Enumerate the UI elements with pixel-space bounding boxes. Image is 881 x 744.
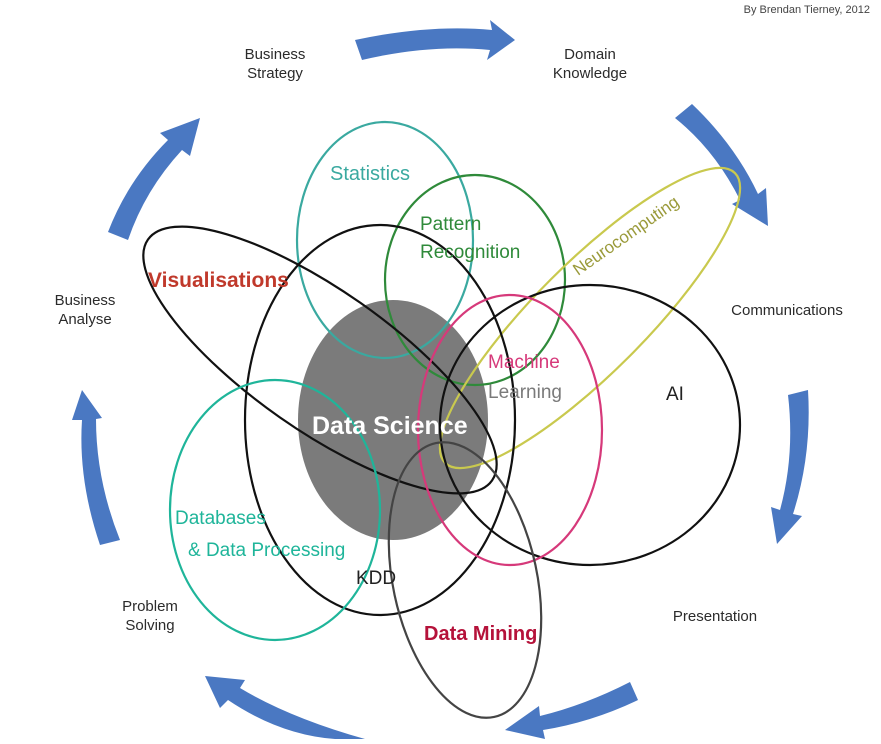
- cycle-arrows: [72, 20, 809, 739]
- data-mining-ellipse: [387, 441, 543, 719]
- visualisations-label: Visualisations: [148, 269, 289, 292]
- machine-learning-ellipse: [416, 293, 604, 567]
- data-mining-label: Data Mining: [424, 623, 537, 645]
- ai-label: AI: [666, 384, 684, 405]
- pattern-recognition-label-line1: Pattern: [420, 214, 481, 235]
- statistics-ellipse: [295, 120, 475, 360]
- machine-learning-label-line2: Learning: [488, 382, 562, 403]
- neurocomputing-label: Neurocomputing: [569, 192, 682, 279]
- ai-ellipse: [438, 283, 742, 567]
- pattern-recognition-label-line2: Recognition: [420, 242, 520, 263]
- business-strategy-label: Business Strategy: [244, 46, 306, 82]
- pattern-recognition-ellipse: [383, 173, 567, 387]
- data-science-big-ellipse: [243, 223, 517, 617]
- data-science-ellipse: [298, 300, 488, 540]
- presentation-label: Presentation: [672, 608, 758, 625]
- databases-label-line1: Databases: [175, 508, 266, 529]
- databases-label-line2: & Data Processing: [188, 540, 345, 561]
- arrow-bottom-left-icon: [205, 676, 365, 739]
- arrow-left-top-icon: [108, 118, 200, 240]
- credit-text: By Brendan Tierney, 2012: [743, 4, 870, 16]
- problem-solving-label: Problem Solving: [122, 598, 178, 634]
- arrow-bottom-right-icon: [505, 682, 638, 739]
- arrow-top-icon: [355, 20, 515, 60]
- arrow-right-top-icon: [675, 104, 768, 226]
- statistics-label: Statistics: [330, 163, 410, 185]
- business-analyse-label: Business Analyse: [54, 292, 116, 328]
- arrow-left-icon: [72, 390, 120, 545]
- databases-ellipse: [168, 378, 382, 642]
- data-science-label: Data Science: [312, 412, 468, 440]
- communications-label: Communications: [731, 302, 843, 319]
- domain-knowledge-label: Domain Knowledge: [552, 46, 628, 82]
- kdd-label: KDD: [356, 568, 396, 589]
- visualisations-ellipse: [142, 225, 498, 495]
- machine-learning-label-line1: Machine: [488, 352, 560, 373]
- field-ellipses: [142, 120, 742, 719]
- arrow-right-icon: [771, 390, 809, 544]
